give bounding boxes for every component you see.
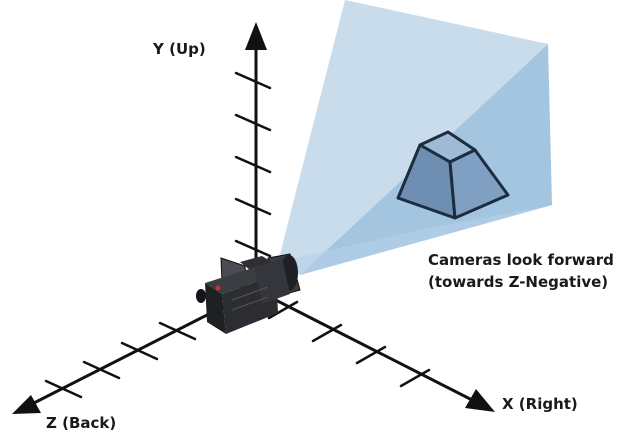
- camera-frustum: [278, 0, 552, 275]
- frustum-bottom-face: [278, 205, 552, 275]
- z-axis-ticks: [44, 321, 197, 399]
- pyramid-side-face: [448, 148, 510, 220]
- axis-arrowheads: [12, 22, 495, 414]
- x-axis-line: [254, 288, 480, 405]
- camera-body-side: [205, 283, 226, 334]
- frustum-left-face: [278, 0, 548, 275]
- y-arrow-icon: [245, 22, 267, 50]
- z-arrow-icon: [12, 395, 41, 414]
- y-axis-ticks: [234, 71, 272, 258]
- y-axis-label: Y (Up): [152, 40, 206, 58]
- z-axis-label: Z (Back): [46, 414, 116, 432]
- x-axis-ticks: [267, 300, 431, 388]
- camera-record-light: [215, 285, 221, 291]
- caption-line-1: Cameras look forward: [428, 251, 614, 269]
- x-arrow-icon: [465, 389, 495, 412]
- video-camera-icon: [196, 253, 301, 334]
- x-axis-label: X (Right): [502, 395, 578, 413]
- caption-line-2: (towards Z-Negative): [428, 273, 608, 291]
- camera-rear-cap: [196, 289, 206, 303]
- camera-lens-barrel: [255, 258, 290, 304]
- camera-handle: [240, 256, 272, 270]
- truncated-pyramid-icon: [396, 130, 510, 220]
